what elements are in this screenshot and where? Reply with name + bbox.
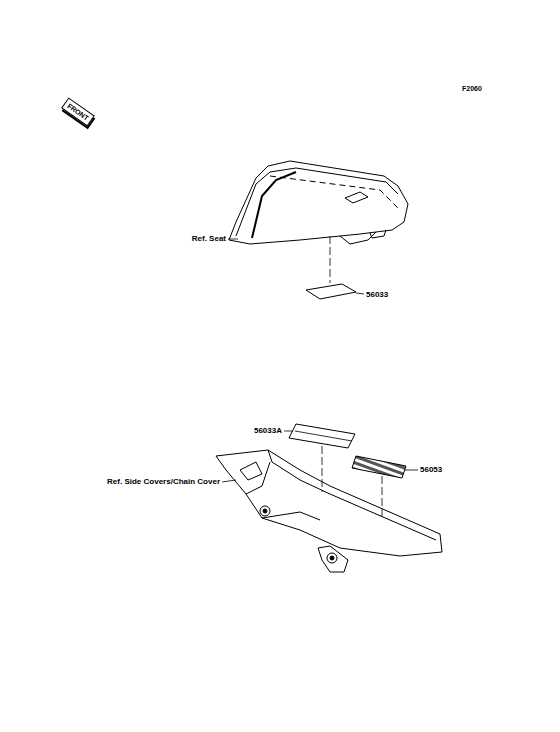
- label-sticker: [306, 284, 356, 299]
- warning-sticker: [352, 456, 406, 478]
- reference-name: Ref. Side Covers/Chain Cover: [107, 478, 220, 486]
- leader-line: [356, 293, 364, 294]
- figure-number: F2060: [462, 85, 482, 92]
- leader-line: [228, 239, 238, 240]
- label-sticker: [289, 424, 355, 448]
- sticker-stripe: [295, 431, 352, 441]
- assembly-line: [330, 236, 331, 283]
- callout-number: 56033A: [254, 427, 282, 435]
- callout-number: 56053: [420, 466, 442, 474]
- assembly-line: [322, 446, 323, 492]
- callout-number: 56033: [366, 291, 388, 299]
- reference-name: Ref. Seat: [192, 235, 226, 243]
- front-direction-icon: FRONT: [61, 97, 95, 126]
- leader-line: [284, 431, 293, 432]
- seat-outline: [229, 161, 408, 244]
- assembly-line: [382, 476, 383, 520]
- leader-line: [405, 470, 418, 471]
- chain-cover-outline: [216, 450, 442, 572]
- leader-line: [222, 480, 236, 482]
